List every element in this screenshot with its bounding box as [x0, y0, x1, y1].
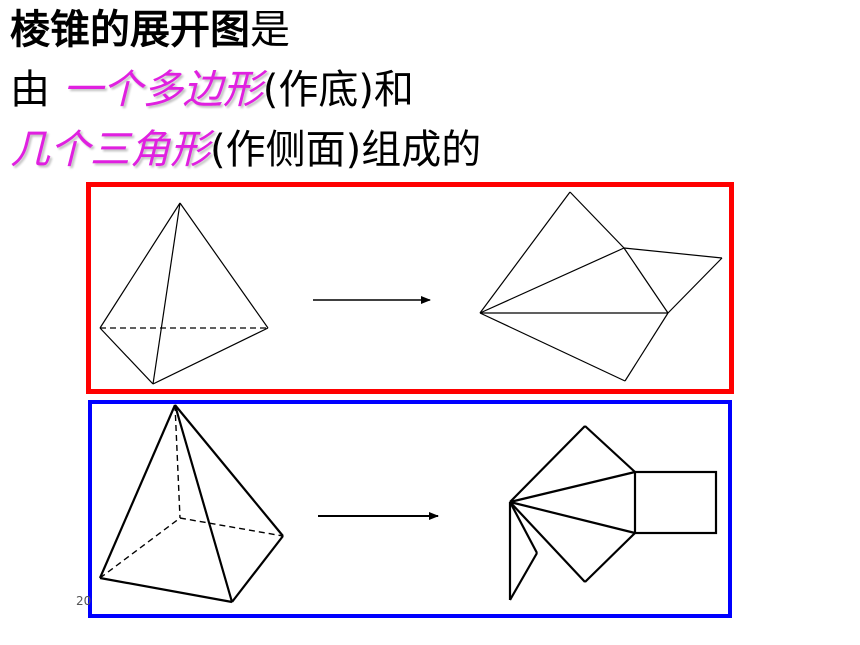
square-pyramid-frame: [88, 400, 732, 618]
line2-rest: (作底)和: [262, 67, 414, 113]
triangular-pyramid-frame: [86, 182, 734, 394]
heading-line-2: 由 一个多边形(作底)和: [10, 66, 414, 114]
polygon-phrase: 一个多边形: [62, 67, 263, 113]
square-pyramid-net: [508, 425, 718, 601]
tetrahedron-solid: [99, 202, 269, 385]
heading-term: 棱锥的展开图: [10, 7, 250, 53]
heading-line-3: 几个三角形(作侧面)组成的: [10, 126, 481, 174]
heading-line-1: 棱锥的展开图是: [10, 6, 290, 54]
line3-rest: (作侧面)组成的: [210, 127, 482, 173]
slide-stamp: 20: [76, 594, 92, 608]
heading-rest: 是: [250, 7, 290, 53]
line2-prefix: 由: [10, 67, 50, 113]
triangles-phrase: 几个三角形: [10, 127, 210, 173]
tetrahedron-net: [479, 191, 723, 382]
square-pyramid-solid: [98, 404, 284, 604]
